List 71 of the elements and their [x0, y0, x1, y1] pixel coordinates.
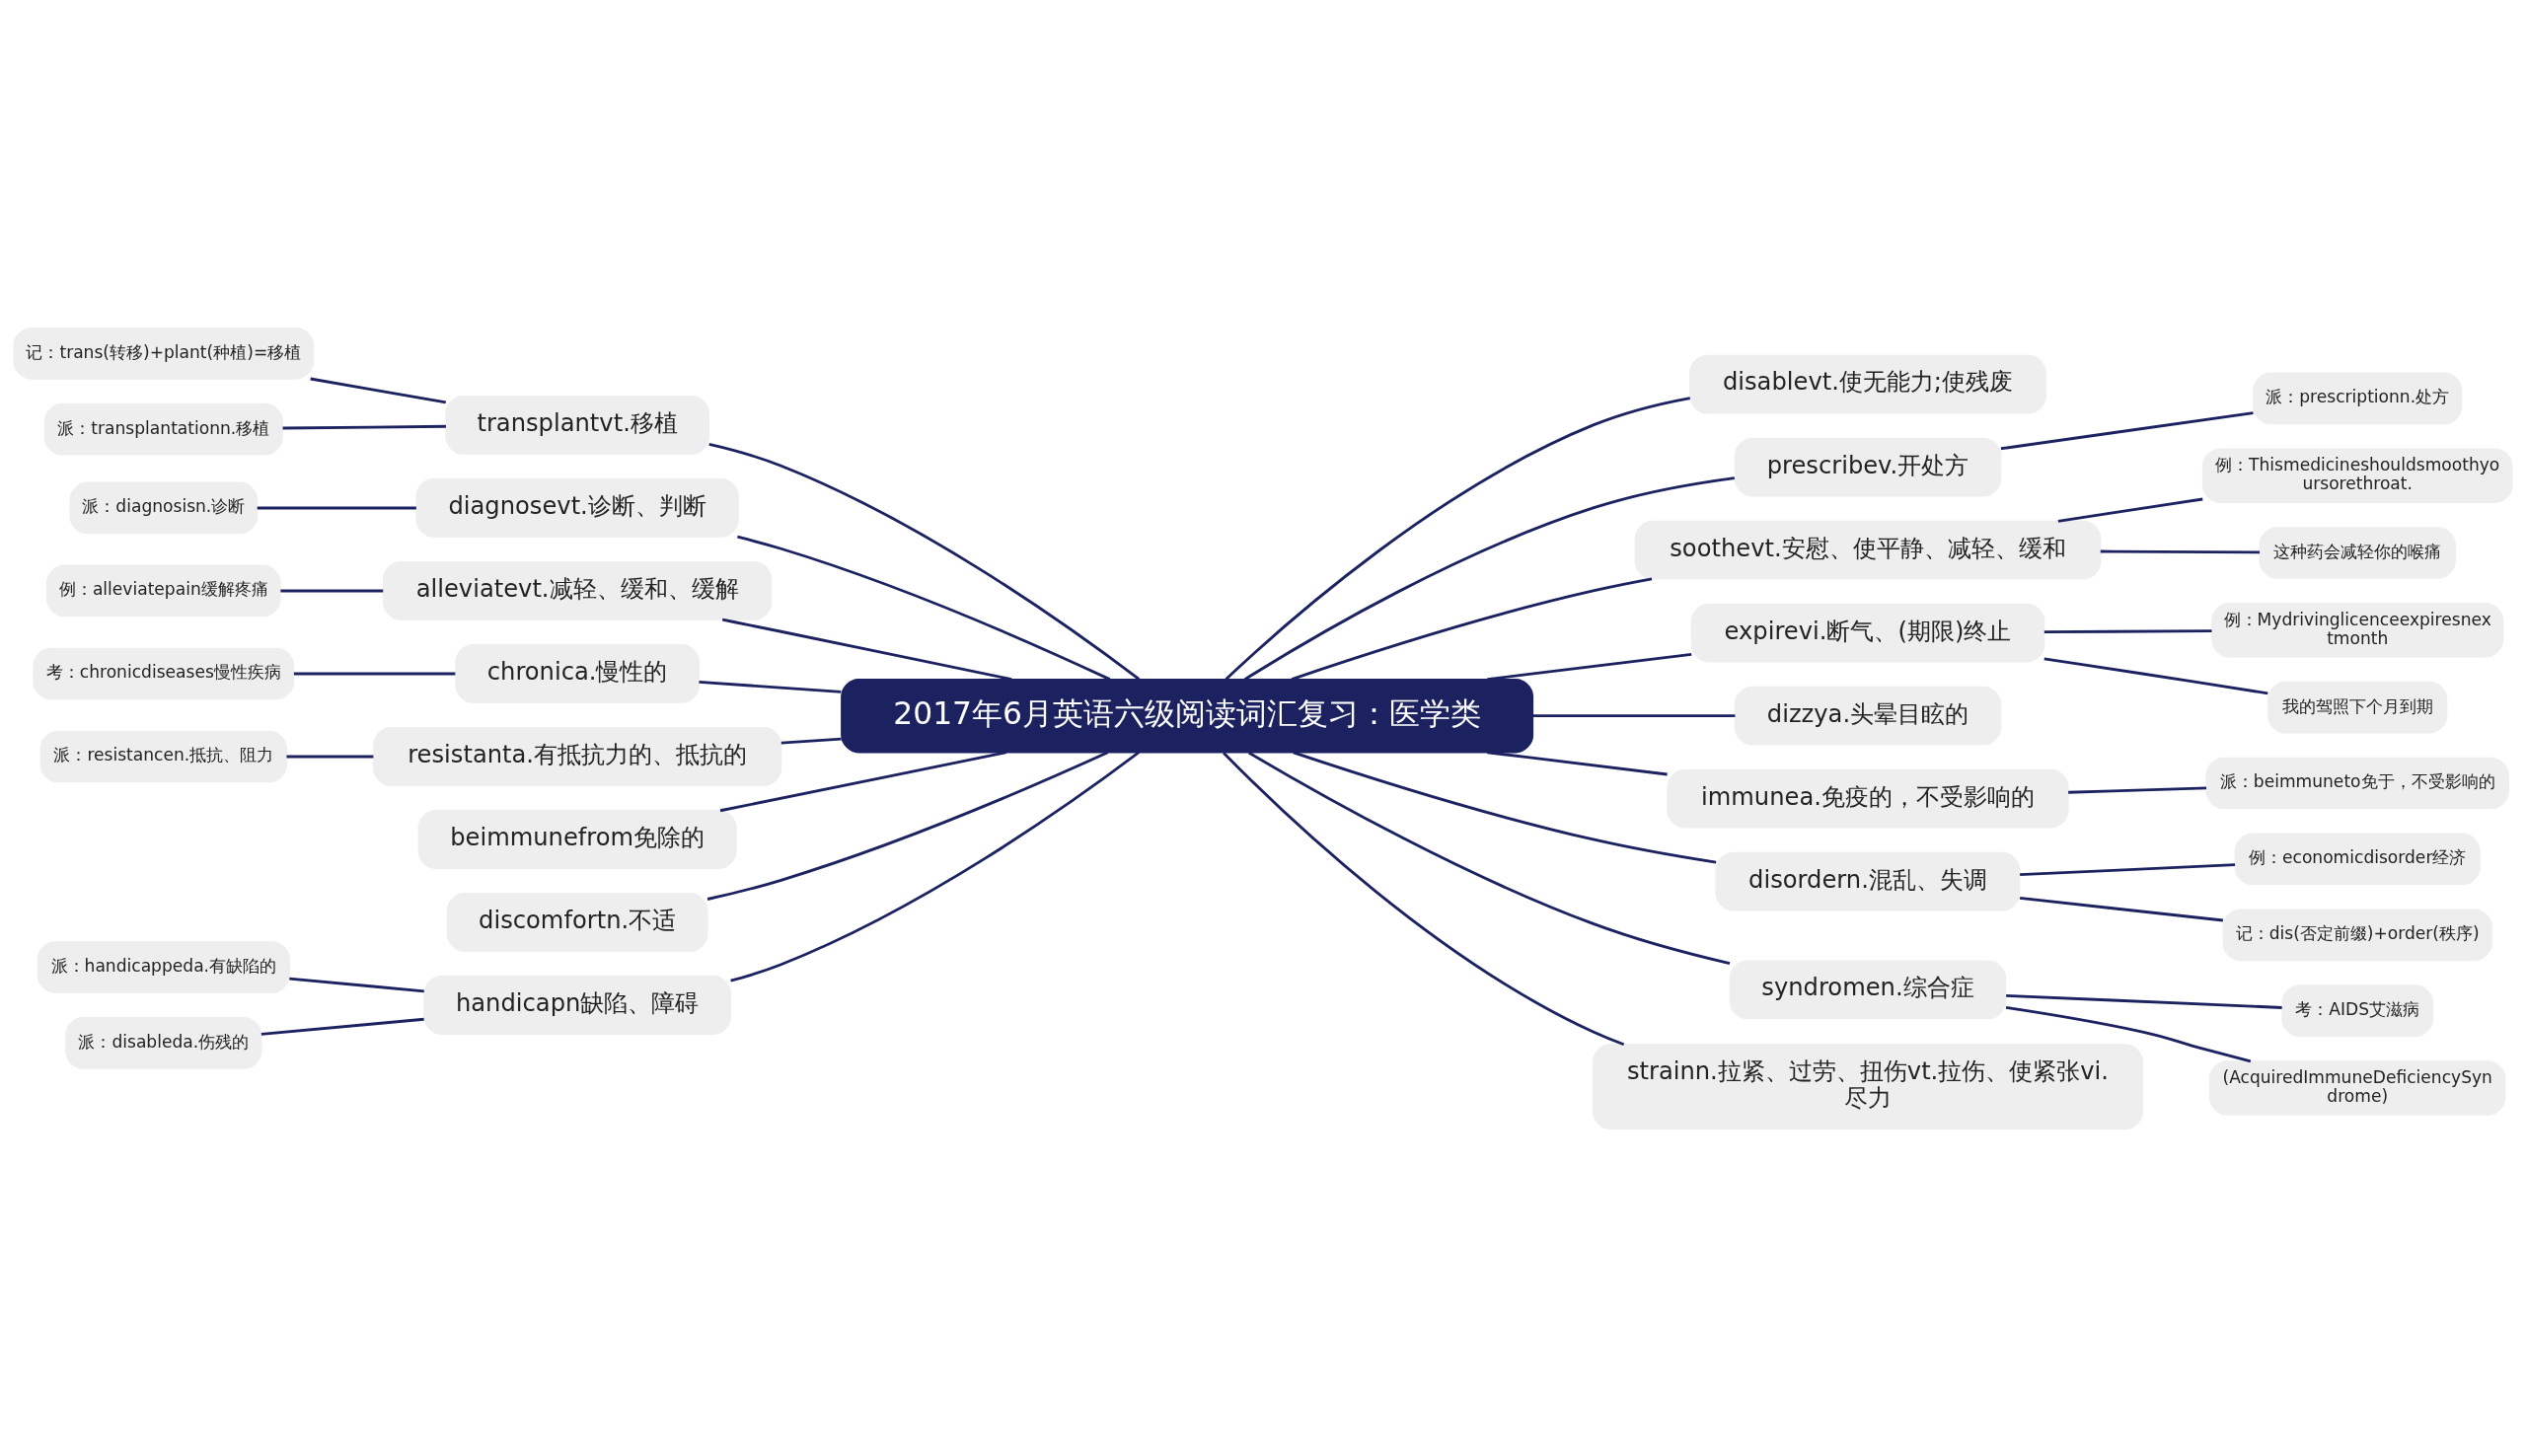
connector — [1291, 577, 1653, 681]
connector — [286, 755, 374, 758]
connector — [2043, 657, 2268, 694]
node-box: immunea.免疫的，不受影响的 — [1667, 768, 2069, 829]
node-box: chronica.慢性的 — [455, 643, 700, 703]
node-box: 派：beimmuneto免于，不受影响的 — [2205, 757, 2509, 809]
connector — [293, 672, 456, 675]
connector — [2043, 628, 2212, 633]
connector — [2100, 549, 2261, 553]
connector — [708, 442, 1141, 681]
connector — [2005, 1005, 2252, 1062]
connector — [2020, 862, 2236, 876]
node-box: expirevi.断气、(期限)终止 — [1690, 603, 2045, 663]
connector — [2057, 497, 2203, 523]
connector — [310, 377, 446, 403]
connector — [260, 1017, 424, 1036]
node-box: 我的驾照下个月到期 — [2267, 681, 2448, 733]
node-box: alleviatevt.减轻、缓和、缓解 — [382, 560, 773, 620]
node-box: 派：handicappeda.有缺陷的 — [37, 940, 290, 993]
node-box: 例：economicdisorder经济 — [2234, 833, 2481, 885]
node-box: resistanta.有抵抗力的、抵抗的 — [373, 726, 782, 786]
node-box: 派：diagnosisn.诊断 — [69, 481, 259, 534]
connector — [2000, 410, 2254, 450]
node-box: 记：dis(否定前缀)+order(秩序) — [2222, 908, 2492, 961]
connector — [2019, 896, 2224, 921]
node-box: dizzya.头晕目眩的 — [1734, 686, 2002, 746]
node-box: soothevt.安慰、使平静、减轻、缓和 — [1634, 520, 2102, 580]
node-box: 派：transplantationn.移植 — [43, 402, 283, 456]
connector — [1225, 396, 1691, 681]
connector — [289, 977, 424, 992]
connector — [2068, 785, 2207, 794]
connector — [2006, 993, 2282, 1009]
connector — [1247, 751, 1731, 965]
connector — [719, 750, 1007, 812]
connector — [1293, 750, 1717, 864]
node-box: 考：AIDS艾滋病 — [2281, 983, 2434, 1037]
connector — [1223, 751, 1625, 1046]
node-box: handicapn缺陷、障碍 — [423, 975, 732, 1035]
node-box: 派：prescriptionn.处方 — [2253, 372, 2463, 424]
connector — [699, 680, 842, 693]
node-box: (AcquiredImmuneDeficiencySyndrome) — [2209, 1059, 2506, 1116]
connector — [737, 535, 1111, 681]
connector — [730, 751, 1141, 983]
node-box: disablevt.使无能力;使残废 — [1689, 354, 2046, 414]
connector — [1243, 475, 1735, 681]
node-box: 这种药会减轻你的喉痛 — [2259, 526, 2456, 579]
node-box: 派：disableda.伤残的 — [65, 1016, 262, 1069]
node-box: 2017年6月英语六级阅读词汇复习：医学类 — [841, 678, 1534, 753]
node-box: 考：chronicdiseases慢性疾病 — [33, 647, 295, 699]
node-box: beimmunefrom免除的 — [417, 809, 737, 869]
connector — [706, 750, 1109, 901]
node-box: discomfortn.不适 — [446, 892, 708, 952]
node-box: diagnosevt.诊断、判断 — [415, 477, 739, 538]
connector — [282, 424, 446, 429]
node-box: 例：Mydrivinglicenceexpiresnextmonth — [2211, 602, 2504, 658]
node-box: 派：resistancen.抵抗、阻力 — [39, 730, 288, 782]
connector — [780, 737, 842, 745]
node-box: strainn.拉紧、过劳、扭伤vt.拉伤、使紧张vi.尽力 — [1592, 1043, 2144, 1129]
node-box: 例：Thismedicineshouldsmoothyoursorethroat. — [2201, 447, 2513, 503]
connector — [257, 506, 416, 509]
node-box: disordern.混乱、失调 — [1715, 851, 2021, 911]
node-box: prescribev.开处方 — [1734, 437, 2002, 497]
connector — [280, 589, 384, 592]
node-box: 记：trans(转移)+plant(种植)=移植 — [13, 327, 315, 380]
node-box: transplantvt.移植 — [445, 395, 709, 455]
node-box: syndromen.综合症 — [1729, 959, 2007, 1019]
connector — [721, 618, 1012, 681]
node-box: 例：alleviatepain缓解疼痛 — [45, 564, 281, 617]
connector — [1487, 652, 1692, 681]
connector — [1487, 750, 1668, 775]
connector — [1532, 713, 1736, 717]
